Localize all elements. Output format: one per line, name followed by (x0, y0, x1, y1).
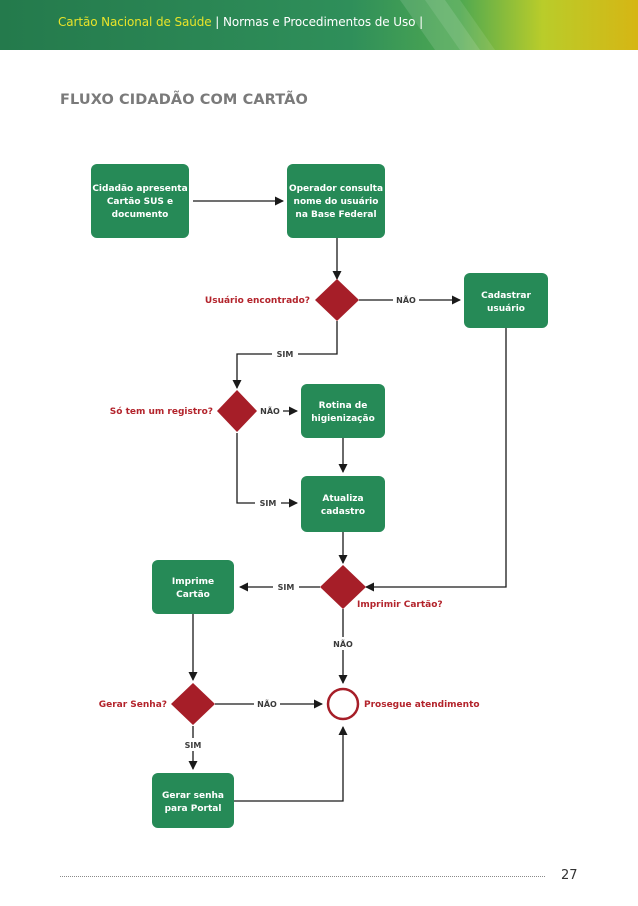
question-encontrado: Usuário encontrado? (205, 296, 310, 306)
label-sim-registro: SIM (277, 350, 294, 359)
box-rotina: Rotina de higienização (301, 384, 385, 438)
box-cadastrar-line-1: Cadastrar (481, 291, 531, 301)
decision-senha (171, 683, 215, 725)
box-apresenta-line-1: Cidadão apresenta (92, 184, 187, 194)
box-cadastrar-line-2: usuário (487, 304, 525, 314)
box-atualiza-line-1: Atualiza (322, 494, 363, 504)
end-label: Prosegue atendimento (364, 700, 480, 710)
box-apresenta: Cidadão apresenta Cartão SUS e documento (91, 164, 189, 238)
box-apresenta-line-2: Cartão SUS e (107, 197, 173, 207)
arrow-registro-atualiza (236, 433, 298, 508)
box-rotina-line-1: Rotina de (319, 401, 368, 411)
box-gerar-line-1: Gerar senha (162, 791, 224, 801)
label-sim-imprime: SIM (278, 583, 295, 592)
header-trailing: | (415, 15, 424, 29)
label-nao-senha: NÃO (257, 699, 277, 709)
box-operador: Operador consulta nome do usuário na Bas… (287, 164, 385, 238)
decision-encontrado (315, 279, 359, 321)
box-operador-line-1: Operador consulta (289, 184, 383, 194)
box-gerar-line-2: para Portal (165, 804, 222, 814)
label-nao-imprimir: NÃO (333, 639, 353, 649)
connector-labels: NÃO SIM NÃO SIM SIM NÃO NÃO SIM (180, 293, 419, 751)
box-apresenta-line-3: documento (112, 210, 169, 220)
box-cadastrar: Cadastrar usuário (464, 273, 548, 328)
header-banner (0, 0, 638, 50)
box-atualiza: Atualiza cadastro (301, 476, 385, 532)
box-imprime-line-2: Cartão (176, 590, 210, 600)
arrow-cadastrar-imprimir (365, 328, 507, 592)
page-header: Cartão Nacional de Saúde | Normas e Proc… (0, 0, 638, 50)
arrow-gerar-fim (234, 726, 348, 802)
end-terminal (326, 687, 360, 721)
decision-registro (217, 390, 257, 432)
box-operador-line-3: na Base Federal (295, 210, 376, 220)
box-rotina-line-2: higienização (311, 414, 375, 424)
section-title: FLUXO CIDADÃO COM CARTÃO (60, 92, 308, 108)
label-nao-cadastrar: NÃO (396, 295, 416, 305)
box-imprime: Imprime Cartão (152, 560, 234, 614)
header-subtitle: Normas e Procedimentos de Uso (222, 15, 416, 29)
header-title: Cartão Nacional de Saúde | Normas e Proc… (58, 15, 423, 29)
page-number: 27 (561, 868, 578, 883)
box-atualiza-line-2: cadastro (321, 507, 365, 517)
label-nao-rotina: NÃO (260, 406, 280, 416)
decision-imprimir (320, 565, 366, 609)
footer-divider (60, 876, 545, 877)
label-sim-senha: SIM (185, 741, 202, 750)
box-gerar: Gerar senha para Portal (152, 773, 234, 828)
box-imprime-line-1: Imprime (172, 577, 214, 587)
header-separator: | (211, 15, 223, 29)
question-imprimir: Imprimir Cartão? (357, 600, 443, 610)
header-brand: Cartão Nacional de Saúde (58, 15, 212, 29)
box-operador-line-2: nome do usuário (294, 197, 379, 207)
label-sim-atualiza: SIM (260, 499, 277, 508)
question-senha: Gerar Senha? (99, 700, 167, 710)
question-registro: Só tem um registro? (110, 406, 213, 417)
